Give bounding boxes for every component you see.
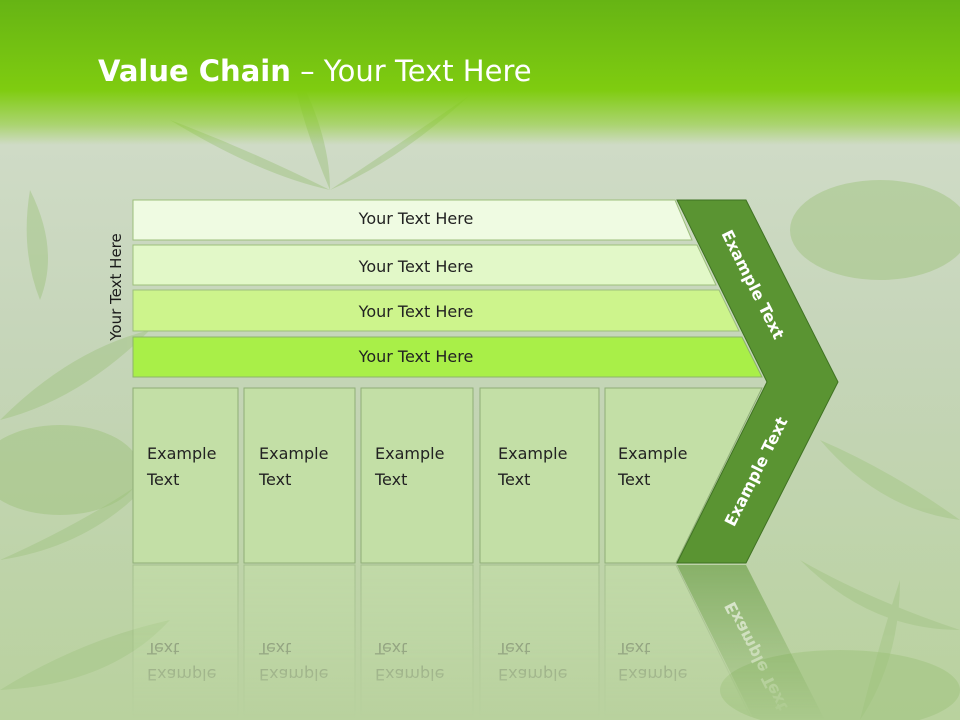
row-label-2: Your Text Here <box>358 257 474 276</box>
row-band-1 <box>132 199 693 241</box>
row-label-1: Your Text Here <box>358 209 474 228</box>
column-1-line-1: Example <box>147 444 216 463</box>
reflection-box-5 <box>604 564 753 720</box>
title-bold: Value Chain <box>98 54 291 88</box>
reflection-column-1: Example Text <box>146 639 216 684</box>
row-bands: Your Text Here Your Text Here Your Text … <box>132 199 763 378</box>
column-box-2 <box>243 387 356 564</box>
column-3-line-1: Example <box>375 444 444 463</box>
page-title: Value Chain – Your Text Here <box>98 54 532 88</box>
column-box-1 <box>132 387 239 564</box>
reflection-box-4 <box>479 564 600 720</box>
reflection: Example Text Example Text Example Text Exam… <box>132 564 825 720</box>
reflection-box-2 <box>243 564 356 720</box>
reflection-3-line-2: Text <box>374 639 407 658</box>
reflection-2-line-2: Text <box>258 639 291 658</box>
reflection-3-line-1: Example <box>375 665 444 684</box>
column-1-line-2: Text <box>146 470 179 489</box>
chevron-shape <box>676 199 839 564</box>
column-2-line-2: Text <box>258 470 291 489</box>
row-band-2 <box>132 244 717 286</box>
column-5-line-2: Text <box>617 470 650 489</box>
reflection-column-5: Example Text <box>617 639 687 684</box>
reflection-box-3 <box>360 564 474 720</box>
reflection-column-3: Example Text <box>374 639 444 684</box>
reflection-box-1 <box>132 564 239 720</box>
column-5-line-1: Example <box>618 444 687 463</box>
reflection-column-4: Example Text <box>497 639 567 684</box>
column-4-line-1: Example <box>498 444 567 463</box>
column-3-line-2: Text <box>374 470 407 489</box>
column-box-5 <box>604 387 763 564</box>
header-band <box>0 0 960 145</box>
reflection-4-line-2: Text <box>497 639 530 658</box>
reflection-1-line-2: Text <box>146 639 179 658</box>
reflection-4-line-1: Example <box>498 665 567 684</box>
row-band-4 <box>132 336 763 378</box>
row-label-4: Your Text Here <box>358 347 474 366</box>
row-label-3: Your Text Here <box>358 302 474 321</box>
column-box-4 <box>479 387 600 564</box>
row-band-3 <box>132 289 740 332</box>
column-2-line-1: Example <box>259 444 328 463</box>
reflection-column-2: Example Text <box>258 639 328 684</box>
reflection-chevron <box>677 565 825 720</box>
reflection-2-line-1: Example <box>259 665 328 684</box>
column-box-3 <box>360 387 474 564</box>
column-4-line-2: Text <box>497 470 530 489</box>
title-rest: – Your Text Here <box>290 54 532 88</box>
reflection-5-line-1: Example <box>618 665 687 684</box>
reflection-5-line-2: Text <box>617 639 650 658</box>
reflection-1-line-1: Example <box>147 665 216 684</box>
